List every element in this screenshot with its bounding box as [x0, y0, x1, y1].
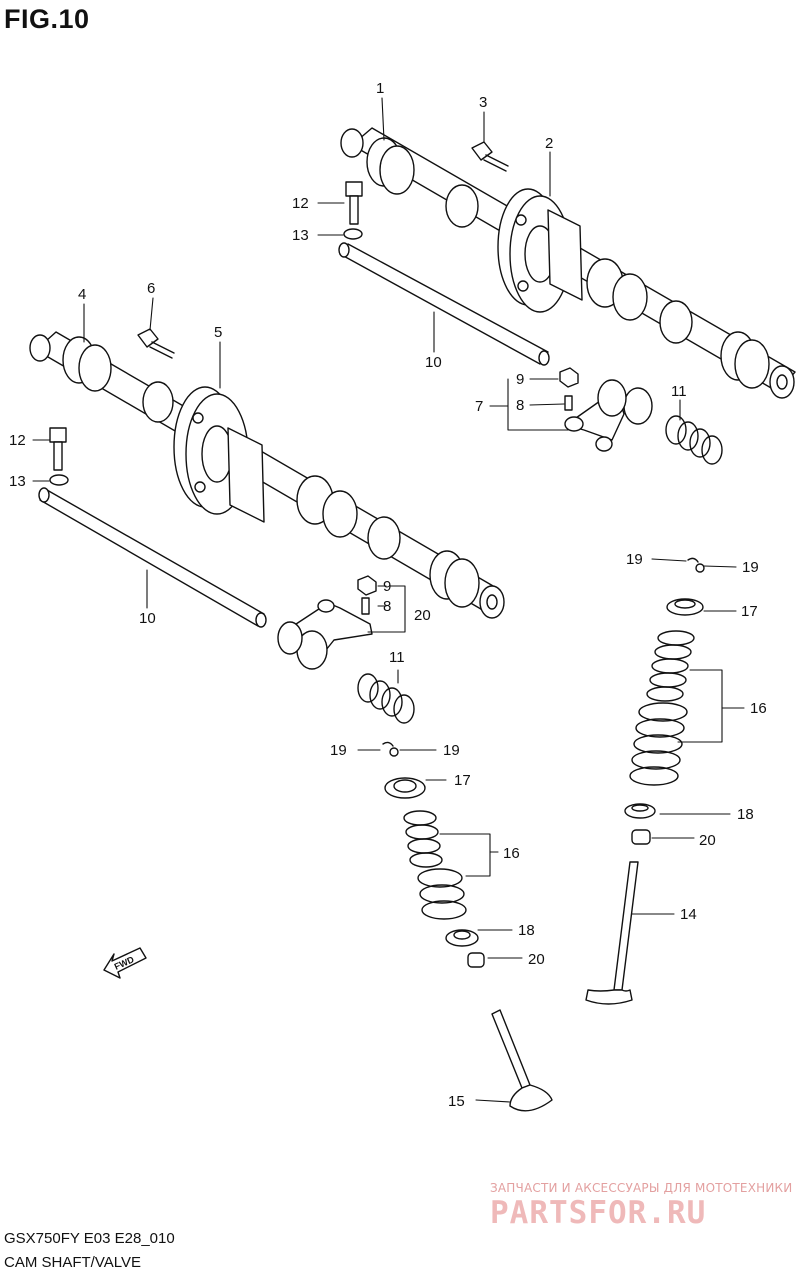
- washer-upper: [343, 228, 363, 240]
- sprocket-bolt-lower: [137, 328, 175, 359]
- callout-5: 5: [214, 324, 222, 341]
- cotter-right: [687, 557, 705, 573]
- callout-2: 2: [545, 135, 553, 152]
- section-name: CAM SHAFT/VALVE: [4, 1254, 141, 1271]
- callout-17-right: 17: [741, 603, 758, 620]
- valve-spring-outer-right: [646, 630, 695, 702]
- adjust-nut-upper: [559, 367, 579, 388]
- valve-spring-outer-left: [403, 810, 443, 868]
- callout-6: 6: [147, 280, 155, 297]
- spring-seat-left: [445, 929, 479, 947]
- rocker-arm-shaft-upper: [338, 242, 550, 366]
- cam-sprocket-upper: [497, 188, 583, 313]
- callout-7: 7: [475, 398, 483, 415]
- cam-sprocket-lower: [173, 386, 265, 523]
- adjust-screw-upper: [564, 395, 573, 411]
- model-code: GSX750FY E03 E28_010: [4, 1230, 175, 1247]
- callout-16-left: 16: [503, 845, 520, 862]
- callout-10-upper: 10: [425, 354, 442, 371]
- rocker-arm-lower: [277, 599, 373, 670]
- callout-11-upper: 11: [671, 383, 687, 400]
- callout-18-left: 18: [518, 922, 535, 939]
- callout-11-lower: 11: [389, 649, 405, 666]
- callout-14: 14: [680, 906, 697, 923]
- watermark-brand: PARTSFOR.RU: [490, 1195, 707, 1231]
- shaft-bolt-lower: [49, 427, 67, 471]
- callout-20-a: 20: [414, 607, 431, 624]
- leader-lines: [32, 97, 745, 1103]
- washer-lower: [49, 474, 69, 486]
- callout-20-b: 20: [699, 832, 716, 849]
- valve-spring-inner-right: [629, 702, 688, 786]
- callout-19-b: 19: [742, 559, 759, 576]
- rocker-spring-lower: [357, 673, 415, 724]
- exhaust-valve: [585, 861, 639, 1005]
- cotter-left: [382, 741, 399, 757]
- adjust-nut-lower: [357, 575, 377, 596]
- callout-4: 4: [78, 286, 86, 303]
- camshaft-lower: [29, 331, 505, 619]
- stem-seal-left: [467, 952, 485, 968]
- callout-18-right: 18: [737, 806, 754, 823]
- callout-13-upper: 13: [292, 227, 309, 244]
- callout-8-upper: 8: [516, 397, 524, 414]
- callout-9-lower: 9: [383, 578, 391, 595]
- callout-12-lower: 12: [9, 432, 26, 449]
- sprocket-bolt-upper: [471, 141, 509, 172]
- spring-retainer-left: [384, 777, 426, 799]
- rocker-arm-upper: [564, 379, 653, 452]
- callout-10-lower: 10: [139, 610, 156, 627]
- forward-arrow-icon: [103, 947, 147, 979]
- callout-15: 15: [448, 1093, 465, 1110]
- rocker-spring-upper: [665, 415, 723, 465]
- shaft-bolt-upper: [345, 181, 363, 225]
- callout-12-upper: 12: [292, 195, 309, 212]
- callout-8-lower: 8: [383, 598, 391, 615]
- callout-9-upper: 9: [516, 371, 524, 388]
- rocker-arm-shaft-lower: [38, 487, 267, 628]
- figure-title: FIG.10: [4, 4, 90, 34]
- callout-16-right: 16: [750, 700, 767, 717]
- intake-valve: [491, 1009, 553, 1112]
- adjust-screw-lower: [361, 597, 370, 615]
- callout-19-d: 19: [443, 742, 460, 759]
- callout-labels: 1 3 2 12 13 4 6 5 10 9 11 7 8 12 13 19 1…: [9, 80, 767, 1110]
- callout-20-c: 20: [528, 951, 545, 968]
- callout-19-c: 19: [330, 742, 347, 759]
- valve-spring-inner-left: [417, 868, 467, 920]
- callout-13-lower: 13: [9, 473, 26, 490]
- watermark-subtitle: ЗАПЧАСТИ И АКСЕССУАРЫ ДЛЯ МОТОТЕХНИКИ: [490, 1181, 793, 1195]
- callout-19-a: 19: [626, 551, 643, 568]
- stem-seal-right: [631, 829, 651, 845]
- spring-retainer-right: [666, 598, 704, 616]
- callout-17-left: 17: [454, 772, 471, 789]
- spring-seat-right: [624, 803, 656, 819]
- callout-1: 1: [376, 80, 384, 97]
- callout-3: 3: [479, 94, 487, 111]
